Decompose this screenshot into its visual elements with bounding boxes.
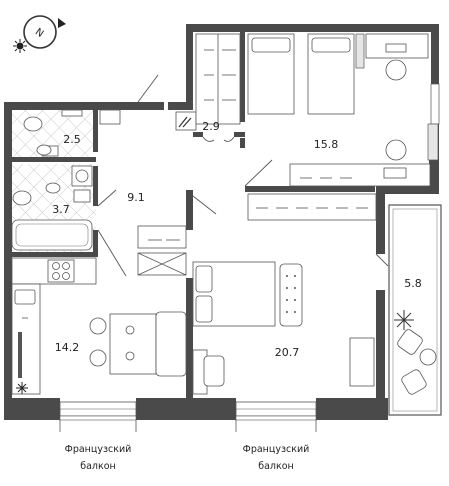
chair-icon xyxy=(89,317,107,335)
sink-icon xyxy=(14,289,36,305)
wall-panel-icon xyxy=(99,109,121,125)
sun-icon xyxy=(13,39,27,53)
bathroom-small-fixtures xyxy=(23,109,83,157)
window-top-right xyxy=(430,83,440,125)
balcony: 5.8 xyxy=(388,204,442,416)
stairs-icon xyxy=(175,111,197,131)
balcony-armchair-icon xyxy=(397,329,437,395)
toilet-icon xyxy=(23,116,43,132)
french-balcony-label-right: Французский балкон xyxy=(243,444,310,472)
fridge-handle xyxy=(18,332,22,378)
svg-text:балкон: балкон xyxy=(80,461,116,472)
bedroom-kids-area: 15.8 xyxy=(314,138,339,151)
armchair-icon xyxy=(203,355,225,387)
doors xyxy=(97,74,389,277)
bench-icon xyxy=(279,263,303,327)
desk-icon xyxy=(349,337,375,387)
balcony-area: 5.8 xyxy=(404,277,422,290)
hallway-area: 9.1 xyxy=(127,191,145,204)
shelf-icon xyxy=(289,163,431,187)
wardrobe-icon xyxy=(247,193,377,221)
sink-icon xyxy=(36,144,52,156)
french-balcony-label-left: Французский балкон xyxy=(65,444,132,472)
storage-fixtures xyxy=(175,33,241,131)
window-right xyxy=(235,401,317,421)
bedroom-kids-fixtures xyxy=(247,33,439,187)
chair-icon xyxy=(385,59,407,81)
sofa-icon xyxy=(155,311,187,377)
bathroom-large-fixtures xyxy=(11,165,93,251)
chair-icon xyxy=(89,349,107,367)
stove-icon xyxy=(47,259,75,283)
dining-table-icon xyxy=(109,313,157,375)
compass: N xyxy=(13,15,66,53)
washer-icon xyxy=(75,169,89,183)
svg-text:балкон: балкон xyxy=(258,461,294,472)
toilet-icon xyxy=(12,190,32,206)
kitchen-area: 14.2 xyxy=(55,341,80,354)
label-leaders xyxy=(59,420,317,432)
compass-arrow-icon xyxy=(58,18,66,28)
bathroom-large-area: 3.7 xyxy=(52,203,70,216)
window-left xyxy=(59,401,137,421)
compass-ring xyxy=(23,15,57,49)
bathtub-icon xyxy=(11,219,93,251)
bathroom-small-area: 2.5 xyxy=(63,133,81,146)
chair-icon xyxy=(385,139,407,161)
snowflake-icon xyxy=(16,382,28,394)
bedroom-master-area: 20.7 xyxy=(275,346,300,359)
svg-text:Французский: Французский xyxy=(65,444,132,455)
hallway-fixtures xyxy=(99,109,187,276)
storage-area: 2.9 xyxy=(202,120,220,133)
walls xyxy=(4,24,439,420)
kitchen-fixtures xyxy=(11,257,187,395)
svg-text:Французский: Французский xyxy=(243,444,310,455)
sink-icon xyxy=(45,182,61,194)
bedroom-master-fixtures xyxy=(192,193,377,395)
plant-icon xyxy=(394,310,414,330)
